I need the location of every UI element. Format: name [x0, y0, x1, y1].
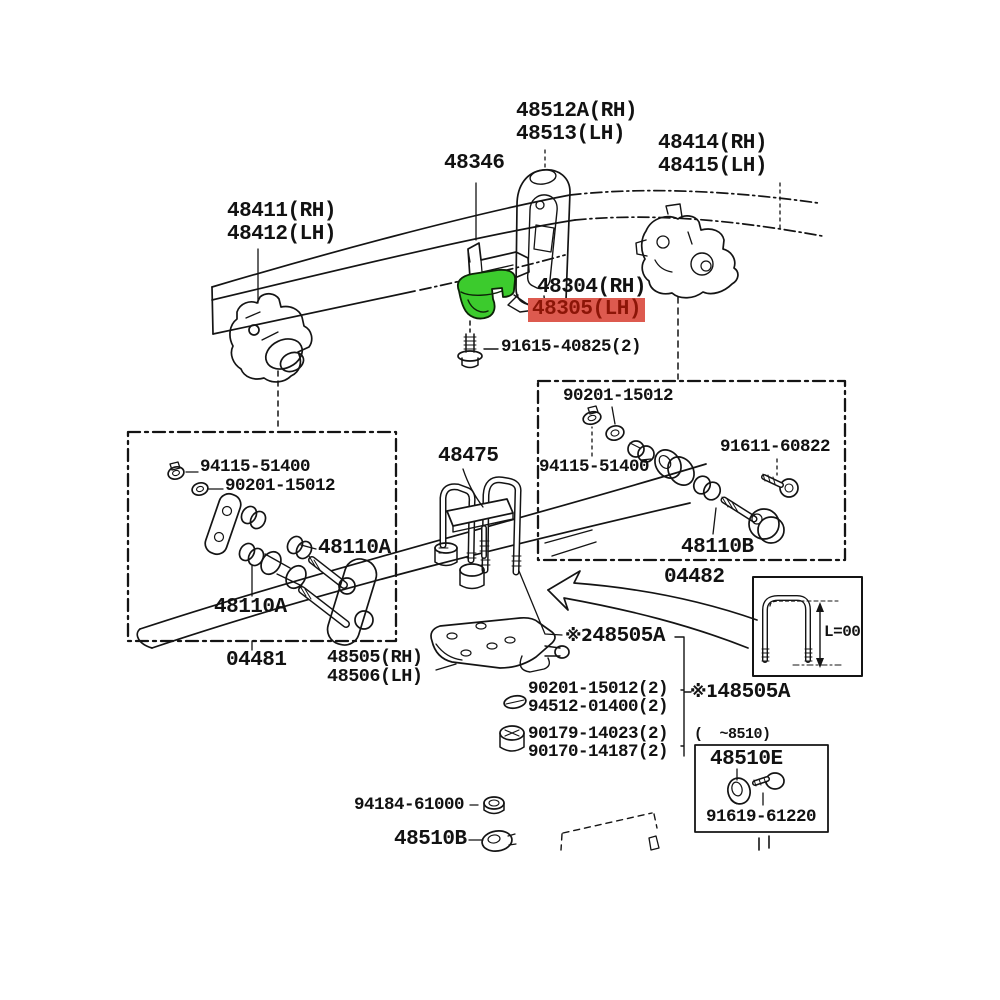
- label-94512: 94512-01400(2): [528, 697, 669, 717]
- bottom-hardware-icons: [468, 796, 517, 852]
- label-90179: 90179-14023(2): [528, 724, 669, 744]
- label-48110a-upper: 48110A: [318, 537, 391, 560]
- bumper-stop-drawing-highlighted: [457, 268, 531, 333]
- label-48513: 48513(LH): [516, 123, 625, 146]
- label-04482: 04482: [664, 566, 725, 589]
- label-48505a-plate: 48505A: [717, 681, 790, 704]
- label-48415: 48415(LH): [658, 155, 767, 178]
- label-48414: 48414(RH): [658, 132, 767, 155]
- label-48411: 48411(RH): [227, 200, 336, 223]
- frame-rail-drawing: [211, 189, 823, 335]
- label-48505a-ref1: ※148505A: [690, 681, 790, 704]
- label-90201-qty2: 90201-15012(2): [528, 679, 669, 699]
- ubolt-48475-drawing: [434, 468, 522, 590]
- label-91615: 91615-40825(2): [501, 337, 642, 357]
- label-48475: 48475: [438, 445, 499, 468]
- label-04481: 04481: [226, 649, 287, 672]
- ref2-mark: ※2: [565, 626, 593, 646]
- ghost-outline: [560, 812, 660, 851]
- rear-bracket-drawing: [635, 182, 781, 380]
- label-48110a-lower: 48110A: [214, 596, 287, 619]
- label-48305-selected[interactable]: 48305(LH): [528, 298, 645, 323]
- label-90201-rear: 90201-15012: [563, 386, 674, 406]
- grommet-box: [694, 744, 829, 851]
- label-90201-front: 90201-15012: [225, 476, 336, 496]
- label-48505a-ref2: ※248505A: [565, 625, 665, 648]
- spring-seat-plate-drawing: [251, 616, 570, 673]
- label-48110b: 48110B: [681, 536, 754, 559]
- label-94115-rear: 94115-51400: [539, 457, 650, 477]
- rear-kit-box: [536, 379, 847, 562]
- label-91611: 91611-60822: [720, 437, 831, 457]
- label-48510b: 48510B: [394, 828, 467, 851]
- label-48304: 48304(RH): [537, 276, 646, 299]
- hardware-list-connectors: [499, 570, 692, 757]
- center-hanger-drawing: [507, 149, 571, 313]
- label-48512a: 48512A(RH): [516, 100, 638, 123]
- label-94184: 94184-61000: [354, 795, 465, 815]
- label-48346: 48346: [444, 152, 505, 175]
- leaf-spring-drawing: [136, 463, 707, 649]
- label-90170: 90170-14187(2): [528, 742, 669, 762]
- front-kit-box: [126, 430, 398, 646]
- label-48505a-seat: 48505A: [592, 625, 665, 648]
- ref1-mark: ※1: [690, 682, 718, 702]
- label-ubolt-length: L=00: [824, 623, 861, 641]
- label-48506: 48506(LH): [327, 666, 423, 687]
- label-48505: 48505(RH): [327, 647, 423, 668]
- ubolt-length-box: [752, 576, 863, 677]
- label-94115-front: 94115-51400: [200, 457, 311, 477]
- label-date-range: ( ~8510): [694, 726, 771, 743]
- label-91619: 91619-61220: [706, 807, 817, 827]
- label-48510e: 48510E: [710, 748, 783, 771]
- label-48412: 48412(LH): [227, 223, 336, 246]
- front-bracket-drawing: [229, 248, 313, 432]
- assembly-direction-arrow: [547, 570, 758, 649]
- bolt-91615-icon: [457, 333, 499, 369]
